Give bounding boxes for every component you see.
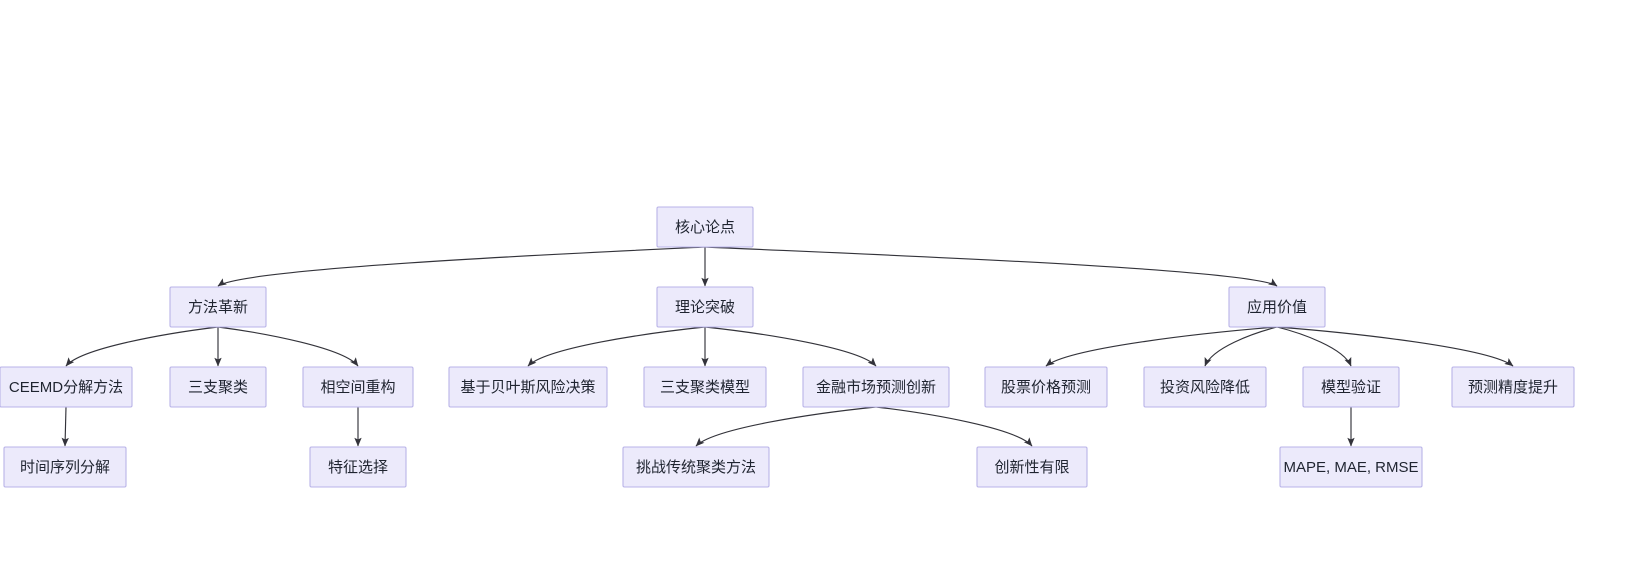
- node-challenge[interactable]: 挑战传统聚类方法: [622, 446, 770, 488]
- node-label: 金融市场预测创新: [816, 379, 936, 396]
- node-box[interactable]: [302, 366, 414, 408]
- edge-root-to-method: [217, 246, 706, 287]
- node-label: 股票价格预测: [1001, 379, 1091, 396]
- node-label: MAPE, MAE, RMSE: [1283, 459, 1418, 476]
- node-box[interactable]: [169, 366, 267, 408]
- node-box[interactable]: [1279, 446, 1423, 488]
- node-label: 特征选择: [328, 459, 388, 476]
- node-threeway[interactable]: 三支聚类: [169, 366, 267, 408]
- node-tsdecomp[interactable]: 时间序列分解: [3, 446, 127, 488]
- node-stock[interactable]: 股票价格预测: [984, 366, 1108, 408]
- node-featsel[interactable]: 特征选择: [309, 446, 407, 488]
- node-phase[interactable]: 相空间重构: [302, 366, 414, 408]
- node-label: 投资风险降低: [1160, 379, 1250, 396]
- node-box[interactable]: [1228, 286, 1326, 328]
- node-box[interactable]: [1143, 366, 1267, 408]
- node-label: 创新性有限: [994, 459, 1069, 476]
- node-appvalue[interactable]: 应用价值: [1228, 286, 1326, 328]
- edge-finance-to-limited: [875, 406, 1033, 447]
- node-box[interactable]: [0, 366, 133, 408]
- node-box[interactable]: [656, 286, 754, 328]
- node-root[interactable]: 核心论点: [656, 206, 754, 248]
- edge-theory-to-bayes: [527, 326, 706, 367]
- node-box[interactable]: [309, 446, 407, 488]
- node-box[interactable]: [802, 366, 950, 408]
- node-label: 时间序列分解: [20, 459, 110, 476]
- node-risk[interactable]: 投资风险降低: [1143, 366, 1267, 408]
- edge-appvalue-to-risk: [1204, 326, 1278, 367]
- node-box[interactable]: [643, 366, 767, 408]
- node-twmodel[interactable]: 三支聚类模型: [643, 366, 767, 408]
- node-label: 相空间重构: [320, 379, 395, 396]
- node-method[interactable]: 方法革新: [169, 286, 267, 328]
- node-theory[interactable]: 理论突破: [656, 286, 754, 328]
- node-label: CEEMD分解方法: [9, 379, 123, 396]
- edge-appvalue-to-validate: [1276, 326, 1352, 367]
- node-bayes[interactable]: 基于贝叶斯风险决策: [448, 366, 608, 408]
- node-box[interactable]: [448, 366, 608, 408]
- node-metrics[interactable]: MAPE, MAE, RMSE: [1279, 446, 1423, 488]
- edge-appvalue-to-stock: [1045, 326, 1278, 367]
- edge-method-to-phase: [217, 326, 359, 367]
- node-label: 模型验证: [1321, 379, 1381, 396]
- node-label: 挑战传统聚类方法: [636, 459, 756, 476]
- edge-ceemd-to-tsdecomp: [61, 406, 69, 447]
- edge-layer: [61, 246, 1514, 447]
- node-finance[interactable]: 金融市场预测创新: [802, 366, 950, 408]
- node-box[interactable]: [169, 286, 267, 328]
- node-box[interactable]: [656, 206, 754, 248]
- node-limited[interactable]: 创新性有限: [976, 446, 1088, 488]
- node-box[interactable]: [1451, 366, 1575, 408]
- node-label: 三支聚类模型: [660, 379, 750, 396]
- node-label: 预测精度提升: [1468, 379, 1558, 396]
- edge-root-to-appvalue: [704, 246, 1278, 287]
- node-box[interactable]: [622, 446, 770, 488]
- node-box[interactable]: [3, 446, 127, 488]
- edge-method-to-ceemd: [65, 326, 219, 367]
- node-box[interactable]: [976, 446, 1088, 488]
- node-validate[interactable]: 模型验证: [1302, 366, 1400, 408]
- node-box[interactable]: [1302, 366, 1400, 408]
- node-box[interactable]: [984, 366, 1108, 408]
- node-ceemd[interactable]: CEEMD分解方法: [0, 366, 133, 408]
- node-label: 理论突破: [675, 299, 735, 316]
- node-label: 基于贝叶斯风险决策: [460, 379, 595, 396]
- node-accuracy[interactable]: 预测精度提升: [1451, 366, 1575, 408]
- edge-appvalue-to-accuracy: [1276, 326, 1514, 367]
- edge-finance-to-challenge: [695, 406, 877, 447]
- node-label: 三支聚类: [188, 379, 248, 396]
- node-label: 核心论点: [675, 219, 735, 236]
- node-label: 应用价值: [1247, 298, 1307, 316]
- edge-theory-to-finance: [704, 326, 877, 367]
- node-label: 方法革新: [188, 299, 248, 316]
